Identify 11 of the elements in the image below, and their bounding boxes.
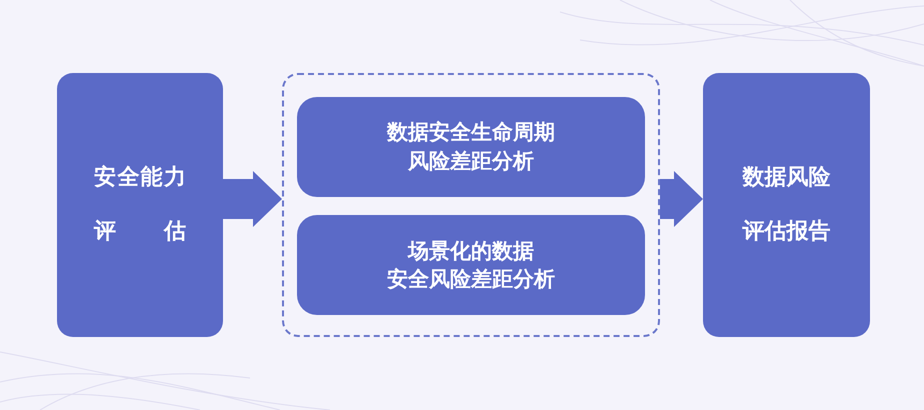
process-box [703, 73, 870, 337]
dashed-group-frame [282, 73, 660, 337]
process-box [57, 73, 223, 337]
box-label: 场景化的数据安全风险差距分析 [387, 238, 555, 293]
process-box [297, 215, 645, 315]
box-label: 安全能力评估 [94, 164, 186, 246]
block-arrow [223, 171, 282, 227]
process-box [297, 97, 645, 197]
box-label: 数据风险评估报告 [742, 164, 830, 246]
block-arrow [660, 171, 703, 227]
box-label: 数据安全生命周期风险差距分析 [387, 119, 555, 175]
